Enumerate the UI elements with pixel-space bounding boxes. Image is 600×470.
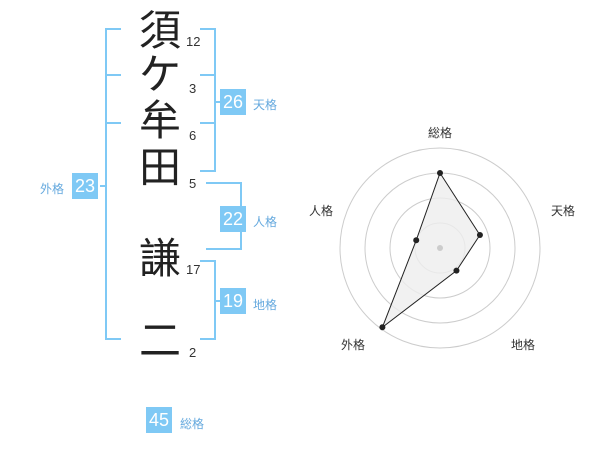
jinkaku-value: 22	[220, 206, 247, 232]
name-char-4: 田	[138, 143, 181, 192]
radar-point-2	[453, 267, 460, 274]
stroke-count-4: 5	[189, 176, 197, 191]
radar-point-4	[413, 237, 420, 244]
soukaku-value: 45	[146, 407, 173, 433]
radar-label-jinkaku: 人格	[308, 204, 333, 218]
chikaku-value: 19	[220, 288, 247, 314]
radar-center	[437, 245, 443, 251]
jinkaku-label: 人格	[253, 215, 278, 229]
stroke-count-3: 6	[189, 128, 197, 143]
radar-chart	[339, 147, 541, 349]
name-char-6: 二	[138, 316, 181, 365]
name-char-5: 謙	[138, 234, 181, 283]
stroke-count-2: 3	[189, 81, 197, 96]
stroke-count-1: 12	[186, 34, 201, 49]
gaikaku-bracket-bottom	[105, 338, 121, 340]
radar-label-soukaku: 総格	[427, 126, 452, 140]
radar-label-chikaku: 地格	[510, 338, 535, 352]
gaikaku-label: 外格	[40, 182, 65, 196]
radar-point-1	[476, 232, 483, 239]
name-char-2: ケ	[138, 50, 181, 99]
gaikaku-connector	[100, 185, 106, 187]
tenkaku-bracket-tick	[200, 74, 216, 76]
tenkaku-bracket-tick-2	[200, 122, 216, 124]
radar-point-3	[379, 324, 386, 331]
chikaku-connector	[215, 300, 221, 302]
name-char-1: 須	[138, 6, 181, 55]
tenkaku-connector	[215, 101, 221, 103]
gaikaku-bracket-top	[105, 28, 121, 30]
radar-point-0	[437, 170, 443, 176]
jinkaku-bracket-top	[206, 182, 242, 184]
gaikaku-bracket-tick-2	[105, 122, 121, 124]
gaikaku-bracket-tick-1	[105, 74, 121, 76]
tenkaku-value: 26	[220, 89, 247, 115]
radar-label-tenkaku: 天格	[550, 204, 575, 218]
chikaku-bracket-bottom	[200, 338, 216, 340]
tenkaku-bracket	[214, 28, 216, 172]
tenkaku-bracket-bottom	[200, 170, 216, 172]
radar-points	[379, 170, 483, 331]
gaikaku-bracket	[105, 28, 107, 340]
radar-ring	[339, 147, 541, 349]
radar-label-gaikaku: 外格	[340, 338, 365, 352]
chikaku-label: 地格	[253, 298, 278, 312]
soukaku-label: 総格	[180, 417, 205, 431]
jinkaku-bracket-bottom	[206, 248, 242, 250]
name-char-3: 牟	[138, 96, 181, 145]
chikaku-bracket-top	[200, 260, 216, 262]
gaikaku-value: 23	[72, 173, 99, 199]
tenkaku-bracket-top	[200, 28, 216, 30]
tenkaku-label: 天格	[253, 98, 278, 112]
stroke-count-6: 2	[189, 345, 197, 360]
radar-shape	[381, 171, 481, 329]
stroke-count-5: 17	[186, 262, 201, 277]
